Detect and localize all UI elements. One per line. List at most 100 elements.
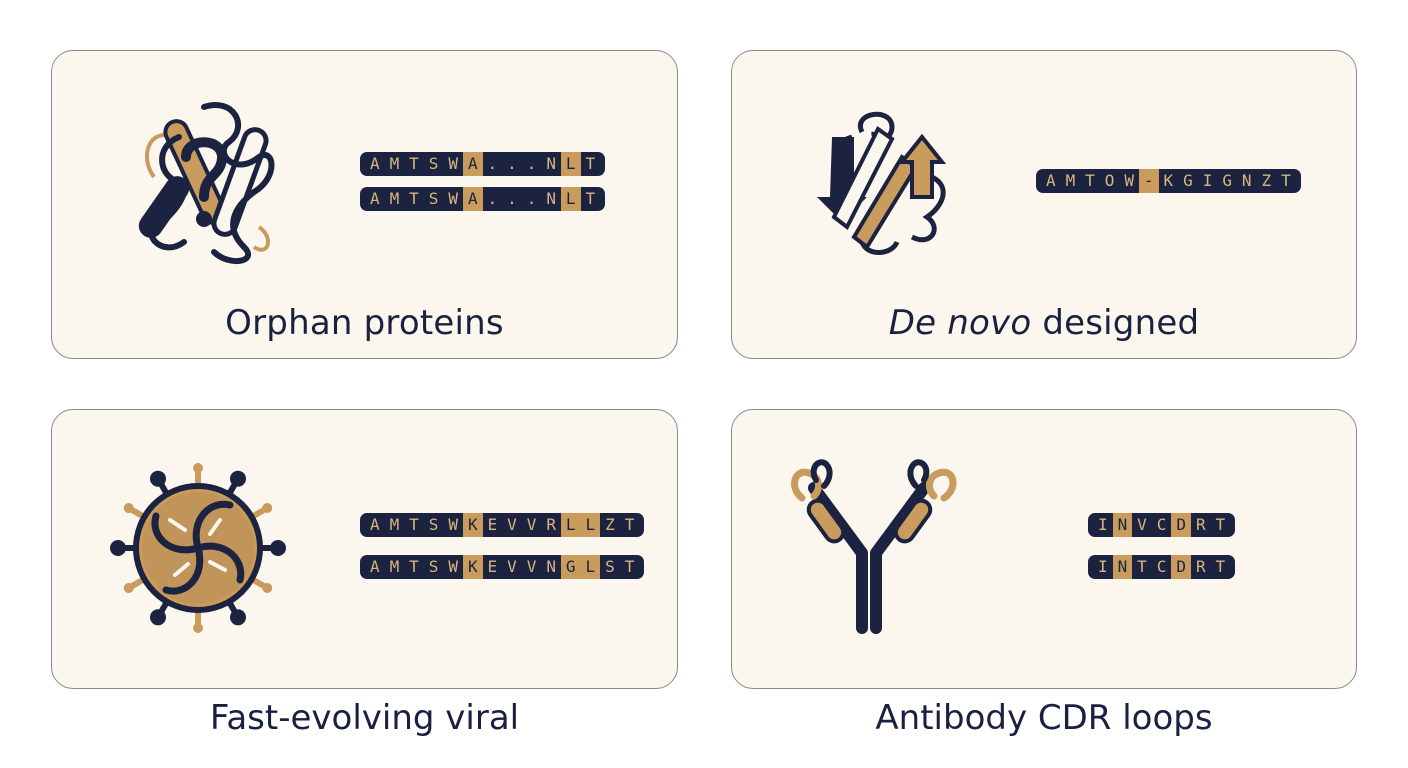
virus-spike-tip: [230, 609, 246, 626]
virus-particle-icon: [110, 460, 286, 636]
residue: M: [389, 189, 400, 208]
residue: S: [428, 154, 439, 173]
residue: L: [560, 152, 581, 176]
residue: T: [409, 189, 419, 208]
de-novo-italic-text: De novo: [888, 303, 1032, 343]
virus-spike-tip: [270, 540, 286, 556]
orphan-proteins-title: Orphan proteins: [225, 303, 504, 343]
residue: .: [507, 154, 517, 173]
residue: V: [1137, 515, 1147, 534]
residue: N: [1241, 171, 1252, 190]
residue: T: [409, 154, 419, 173]
residue: A: [369, 557, 380, 576]
residue: T: [1215, 515, 1226, 534]
residue: G: [560, 555, 581, 579]
residue: K: [462, 555, 483, 579]
residue: V: [507, 557, 517, 576]
residue: M: [389, 515, 400, 534]
residue: -: [1138, 169, 1159, 193]
residue: A: [462, 152, 483, 176]
virus-spike-tip: [262, 503, 273, 513]
virus-spike-tip: [110, 540, 126, 556]
residue: S: [428, 557, 439, 576]
residue: L: [580, 555, 601, 579]
residue: N: [546, 557, 556, 576]
residue: S: [605, 557, 615, 576]
residue: R: [1195, 515, 1206, 534]
residue: M: [389, 557, 400, 576]
residue: W: [448, 557, 458, 576]
residue: S: [428, 515, 439, 534]
virus-spike-tip: [193, 463, 203, 473]
residue: V: [526, 515, 537, 534]
residue: W: [448, 515, 458, 534]
residue: T: [409, 515, 419, 534]
residue: I: [1202, 171, 1213, 190]
residue: .: [526, 154, 537, 173]
residue: T: [1137, 557, 1147, 576]
residue: T: [1215, 557, 1226, 576]
residue: .: [487, 154, 498, 173]
residue: A: [369, 515, 380, 534]
residue: T: [624, 515, 635, 534]
residue: T: [1085, 171, 1095, 190]
residue: R: [1195, 557, 1206, 576]
residue: T: [1281, 171, 1291, 190]
residue: I: [1097, 515, 1108, 534]
residue: T: [585, 189, 596, 208]
residue: D: [1171, 513, 1191, 537]
residue: K: [462, 513, 483, 537]
residue: D: [1171, 555, 1191, 579]
residue: T: [585, 154, 596, 173]
residue: N: [1112, 513, 1133, 537]
residue: V: [507, 515, 517, 534]
virus-spike-tip: [150, 609, 166, 626]
residue: T: [409, 557, 419, 576]
residue: A: [369, 189, 380, 208]
residue: M: [389, 154, 400, 173]
virus-spike-tip: [123, 503, 134, 513]
antibody-y-icon: [784, 458, 974, 638]
residue: L: [560, 513, 581, 537]
residue: C: [1156, 557, 1167, 576]
residue: I: [1097, 557, 1108, 576]
residue: V: [526, 557, 537, 576]
residue: Z: [1261, 171, 1272, 190]
designed-text: designed: [1031, 303, 1200, 343]
residue: N: [546, 154, 556, 173]
residue: O: [1104, 171, 1115, 190]
residue: A: [369, 154, 380, 173]
virus-spike-tip: [123, 583, 134, 593]
de-novo-designed-title: De novo designed: [732, 303, 1356, 343]
residue: M: [1065, 171, 1076, 190]
virus-spike-tip: [262, 583, 273, 593]
residue: Z: [605, 515, 615, 534]
residue: W: [448, 189, 458, 208]
virus-spike-tip: [150, 470, 166, 487]
residue: .: [487, 189, 498, 208]
residue: L: [580, 513, 601, 537]
beta-sheet-arrows-icon: [812, 107, 952, 257]
residue: A: [1045, 171, 1056, 190]
residue: A: [462, 187, 483, 211]
residue: N: [546, 189, 556, 208]
residue: W: [448, 154, 458, 173]
fast-evolving-viral-title: Fast-evolving viral: [209, 698, 520, 738]
antibody-cdr-loops-title: Antibody CDR loops: [875, 698, 1213, 738]
residue: L: [560, 187, 581, 211]
residue: W: [1124, 171, 1134, 190]
residue: T: [624, 557, 635, 576]
residue: C: [1156, 515, 1167, 534]
residue: E: [487, 515, 498, 534]
